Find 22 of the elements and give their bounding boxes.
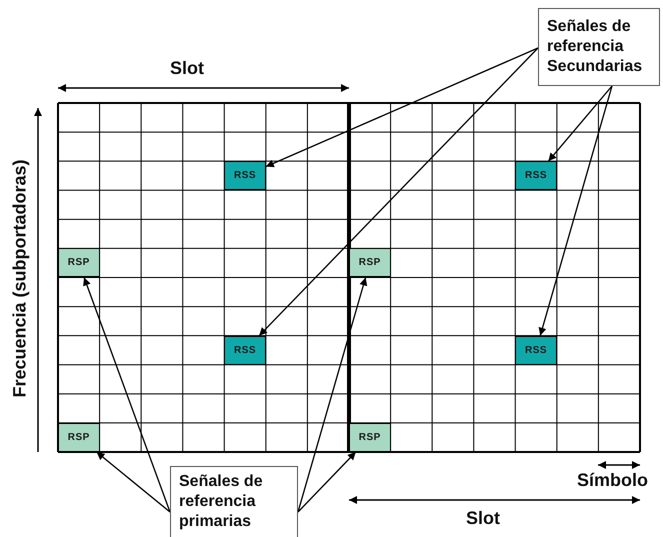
callout-box: Señales de referencia Secundarias xyxy=(538,8,660,86)
reference-signal-cell: RSS xyxy=(224,336,266,365)
dimension-label: Símbolo xyxy=(577,470,648,491)
reference-signal-cell: RSP xyxy=(58,422,100,452)
reference-signal-cell: RSS xyxy=(515,336,557,365)
reference-signal-cell: RSP xyxy=(349,248,391,278)
dimension-label: Slot xyxy=(170,58,204,79)
arrow xyxy=(266,47,538,168)
reference-signal-cell: RSS xyxy=(515,161,557,190)
reference-signal-cell: RSP xyxy=(58,248,100,278)
arrow xyxy=(96,452,170,512)
arrow xyxy=(298,452,356,512)
arrow xyxy=(297,277,368,512)
arrow xyxy=(258,48,538,336)
axis-label: Frecuencia (subportadoras) xyxy=(10,158,30,400)
arrow xyxy=(548,86,612,162)
callout-box: Señales de referencia primarias xyxy=(170,466,298,537)
reference-signal-cell: RSP xyxy=(349,422,391,452)
reference-signal-cell: RSS xyxy=(224,161,266,190)
arrow xyxy=(83,277,171,512)
arrow xyxy=(538,86,613,336)
dimension-label: Slot xyxy=(466,508,500,529)
